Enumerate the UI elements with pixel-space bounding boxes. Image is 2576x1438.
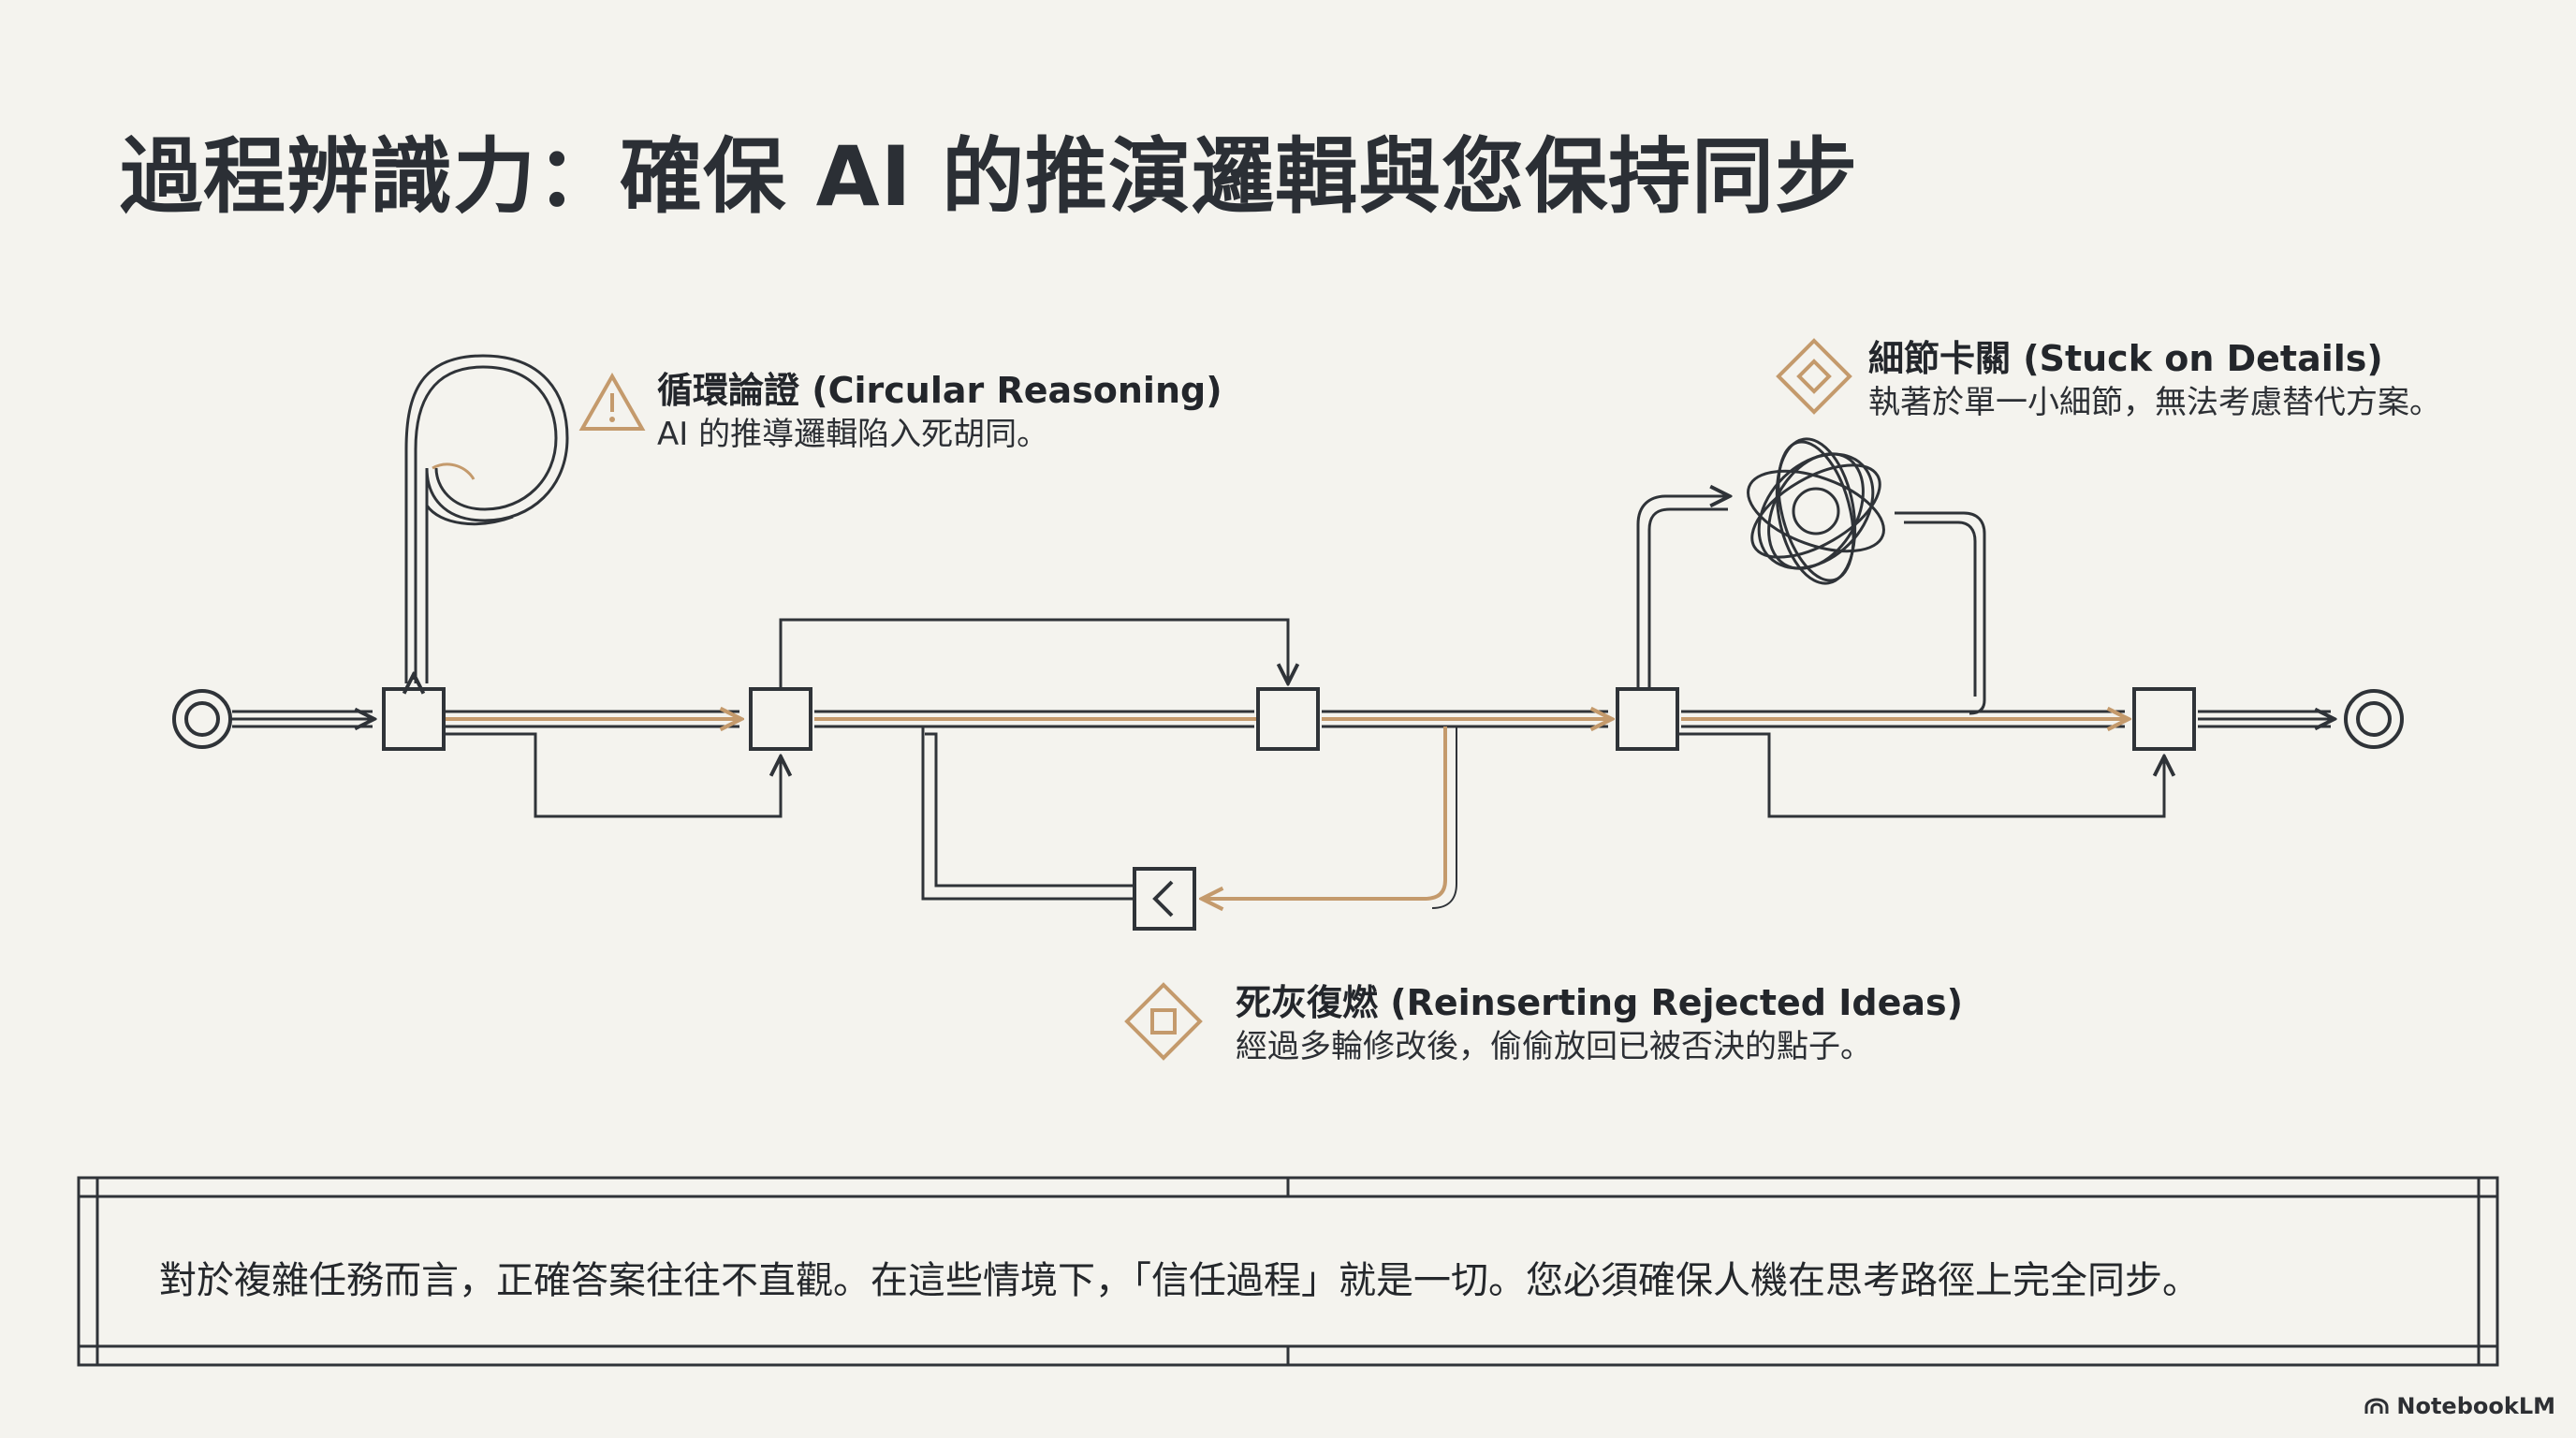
- warning-triangle-icon: [578, 373, 646, 431]
- stuck-on-details-description: 執著於單一小細節，無法考慮替代方案。: [1868, 384, 2441, 421]
- upper-bypass: [779, 618, 1288, 689]
- reinserting-rejected-ideas-title: 死灰復燃 (Reinserting Rejected Ideas): [1236, 982, 1963, 1023]
- reinsertion-loop: [910, 725, 1457, 908]
- circular-reasoning-loop: [406, 354, 569, 683]
- bypass-loop-1: [444, 732, 781, 818]
- end-node: [2344, 689, 2404, 749]
- conclusion-text: 對於複雜任務而言，正確答案往往不直觀。在這些情境下，「信任過程」就是一切。您必須…: [159, 1259, 2200, 1302]
- conclusion-banner-frame: [77, 1176, 2499, 1367]
- diamond-icon: [1776, 338, 1852, 415]
- process-step-3: [1256, 687, 1320, 751]
- diamond-square-icon: [1124, 982, 1203, 1061]
- tangled-knot-icon: [1747, 437, 1885, 585]
- brand-name: NotebookLM: [2396, 1393, 2555, 1419]
- process-step-5: [2132, 687, 2196, 751]
- page-title: 過程辨識力：確保 AI 的推演邏輯與您保持同步: [120, 128, 1859, 225]
- stuck-on-details-loop: [1636, 496, 1986, 715]
- notebooklm-logo-icon: [2364, 1398, 2389, 1414]
- circular-reasoning-description: AI 的推導邏輯陷入死胡同。: [657, 416, 1049, 453]
- main-path: [230, 712, 2334, 726]
- chevron-left-icon: [1152, 880, 1174, 917]
- circular-reasoning-title: 循環論證 (Circular Reasoning): [657, 370, 1222, 411]
- brand-watermark: NotebookLM: [2364, 1393, 2555, 1419]
- start-node: [172, 689, 232, 749]
- bypass-loop-2: [1677, 732, 2164, 818]
- process-step-1: [382, 687, 446, 751]
- process-step-4: [1616, 687, 1679, 751]
- reinserting-rejected-ideas-description: 經過多輪修改後，偷偷放回已被否決的點子。: [1236, 1028, 1872, 1065]
- process-step-2: [749, 687, 812, 751]
- rejected-idea-box: [1133, 867, 1196, 931]
- stuck-on-details-title: 細節卡關 (Stuck on Details): [1868, 338, 2383, 379]
